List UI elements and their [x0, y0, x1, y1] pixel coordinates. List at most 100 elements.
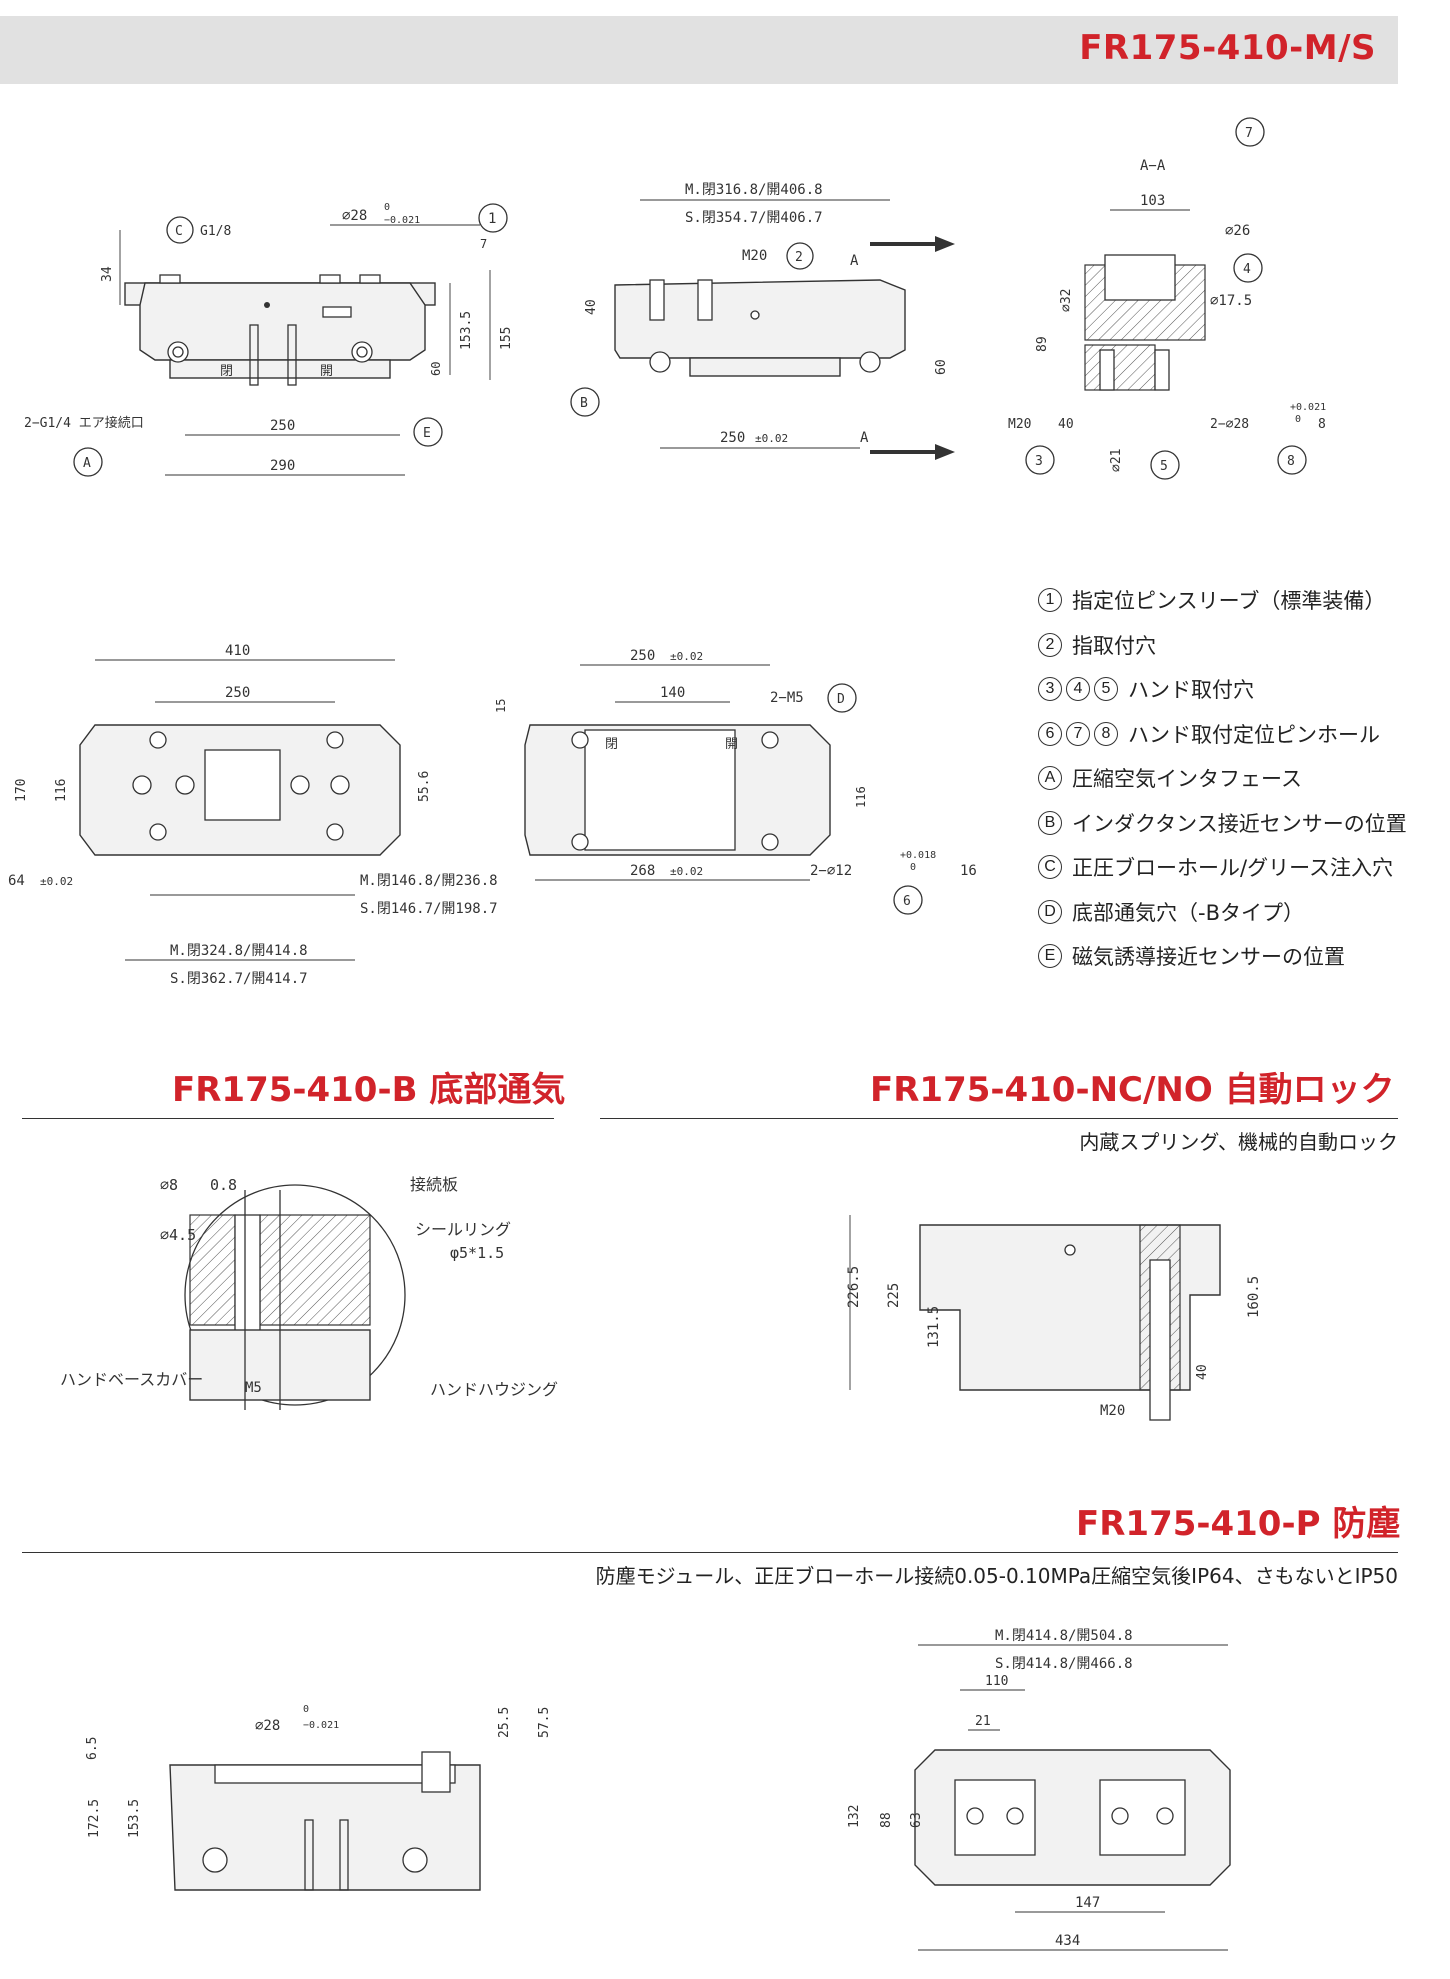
dim-s2: S.閉362.7/開414.7 [170, 971, 308, 987]
section-b-title: FR175-410-B 底部通気 [172, 1070, 566, 1110]
callout-6: 6 [903, 894, 911, 909]
drawing-bottom-vent-detail: ∅8 0.8 ∅4.5 接続板 シールリング φ5*1.5 ハンドベースカバー … [60, 1175, 558, 1410]
dim-7: 7 [480, 237, 487, 251]
drawing-dustproof-front: 6.5 ∅28 0 −0.021 25.5 57.5 172.5 153.5 [85, 1704, 552, 1891]
dim-434: 434 [1055, 1933, 1080, 1949]
tol-250: ±0.02 [670, 650, 703, 663]
callout-A: A [83, 456, 91, 471]
dim-phi21: ∅21 [1109, 449, 1124, 472]
dim-132: 132 [847, 1805, 862, 1828]
close-label: 閉 [605, 737, 618, 752]
tol-up: +0.018 [900, 850, 936, 861]
dim-m-stroke: M.閉414.8/開504.8 [995, 1628, 1133, 1644]
callout-B: B [580, 396, 588, 411]
seal-size: φ5*1.5 [450, 1244, 504, 1262]
dim-15: 15 [494, 699, 508, 713]
section-p-title: FR175-410-P 防塵 [1076, 1504, 1401, 1544]
dim-60: 60 [429, 362, 443, 376]
depth-16: 16 [960, 863, 977, 879]
dim-m1: M.閉146.8/開236.8 [360, 873, 498, 889]
dim-226-5: 226.5 [846, 1266, 862, 1308]
dim-268: 268 [630, 863, 655, 879]
plate-label: 接続板 [410, 1175, 458, 1194]
cover-label: ハンドベースカバー [60, 1370, 203, 1389]
depth-8: 8 [1318, 417, 1326, 432]
dim-34: 34 [100, 266, 115, 282]
tol-up: 0 [384, 202, 390, 213]
m20-label: M20 [1100, 1403, 1125, 1419]
drawing-bottom-view: 閉 開 250 ±0.02 140 2−M5 D 15 116 268 ±0.0… [494, 648, 977, 915]
page-title: FR175-410-M/S [1079, 28, 1376, 68]
dim-160-5: 160.5 [1246, 1276, 1262, 1318]
callout-4: 4 [1243, 262, 1251, 277]
dim-25-5: 25.5 [497, 1707, 512, 1738]
dim-410: 410 [225, 643, 250, 659]
dim-140: 140 [660, 685, 685, 701]
m20-label: M20 [742, 248, 767, 264]
drawing-section-aa: A−A 103 ∅26 ∅32 ∅17.5 89 7 4 M20 40 2−∅2… [1008, 117, 1326, 480]
dim-63: 63 [909, 1812, 924, 1828]
open-label: 開 [725, 737, 738, 752]
dim-40: 40 [1195, 1364, 1210, 1380]
pin-hole-label: 2−∅12 [810, 863, 852, 879]
dim-290: 290 [270, 458, 295, 474]
dim-m2: M.閉324.8/開414.8 [170, 943, 308, 959]
dim-m-stroke: M.閉316.8/開406.8 [685, 182, 823, 198]
section-p-rule [22, 1552, 1398, 1553]
dim-250: 250 [720, 430, 745, 446]
dim-172-5: 172.5 [87, 1799, 102, 1838]
tol-down: −0.021 [384, 215, 420, 226]
dim-116: 116 [854, 786, 868, 808]
drawing-side-view: M.閉316.8/開406.8 S.閉354.7/開406.7 M20 2 A … [570, 182, 955, 460]
section-nc-rule [600, 1118, 1398, 1119]
section-A-bottom: A [860, 430, 869, 446]
dim-s-stroke: S.閉414.8/開466.8 [995, 1656, 1133, 1672]
drawing-dustproof-top: M.閉414.8/開504.8 S.閉414.8/開466.8 110 21 1… [847, 1628, 1231, 1951]
dim-250: 250 [225, 685, 250, 701]
callout-D: D [837, 692, 845, 707]
section-label: A−A [1140, 158, 1166, 174]
tol: ±0.02 [40, 875, 73, 888]
callout-7: 7 [1245, 126, 1253, 141]
dim-60: 60 [934, 359, 949, 375]
drawing-top-view: 410 250 170 116 55.6 64 ±0.02 M.閉146.8/開… [8, 643, 498, 987]
dim-64: 64 [8, 873, 25, 889]
dim-s-stroke: S.閉354.7/開406.7 [685, 210, 823, 226]
dim-phi32: ∅32 [1059, 289, 1074, 312]
drawing-auto-lock: 226.5 225 131.5 160.5 40 M20 [846, 1215, 1262, 1421]
tol-down: 0 [910, 862, 916, 873]
dim-116: 116 [54, 779, 69, 802]
section-A-top: A [850, 253, 859, 269]
callout-8: 8 [1287, 454, 1295, 469]
callout-1: 1 [488, 211, 496, 227]
tol-up: 0 [303, 1704, 309, 1715]
dim-6-5: 6.5 [85, 1737, 100, 1760]
dim-250: 250 [630, 648, 655, 664]
dim-225: 225 [886, 1283, 902, 1308]
dim-155: 155 [499, 327, 514, 350]
dim-40: 40 [584, 299, 599, 315]
dim-88: 88 [879, 1812, 894, 1828]
header-bar: FR175-410-M/S [0, 16, 1398, 84]
dim-170: 170 [14, 779, 29, 802]
dim-153-5: 153.5 [459, 311, 474, 350]
section-p-subtitle: 防塵モジュール、正圧ブローホール接続0.05-0.10MPa圧縮空気後IP64、… [595, 1564, 1398, 1588]
open-label: 開 [320, 364, 333, 379]
depth-40: 40 [1058, 417, 1074, 432]
g18-label: G1/8 [200, 224, 231, 239]
depth-0-8: 0.8 [210, 1176, 237, 1194]
close-label: 閉 [220, 364, 233, 379]
callout-5: 5 [1160, 459, 1168, 474]
housing-label: ハンドハウジング [430, 1380, 558, 1399]
dim-phi28: ∅28 [342, 208, 367, 224]
tol-down: −0.021 [303, 1720, 339, 1731]
callout-C: C [175, 224, 183, 239]
tol-down: 0 [1295, 414, 1301, 425]
